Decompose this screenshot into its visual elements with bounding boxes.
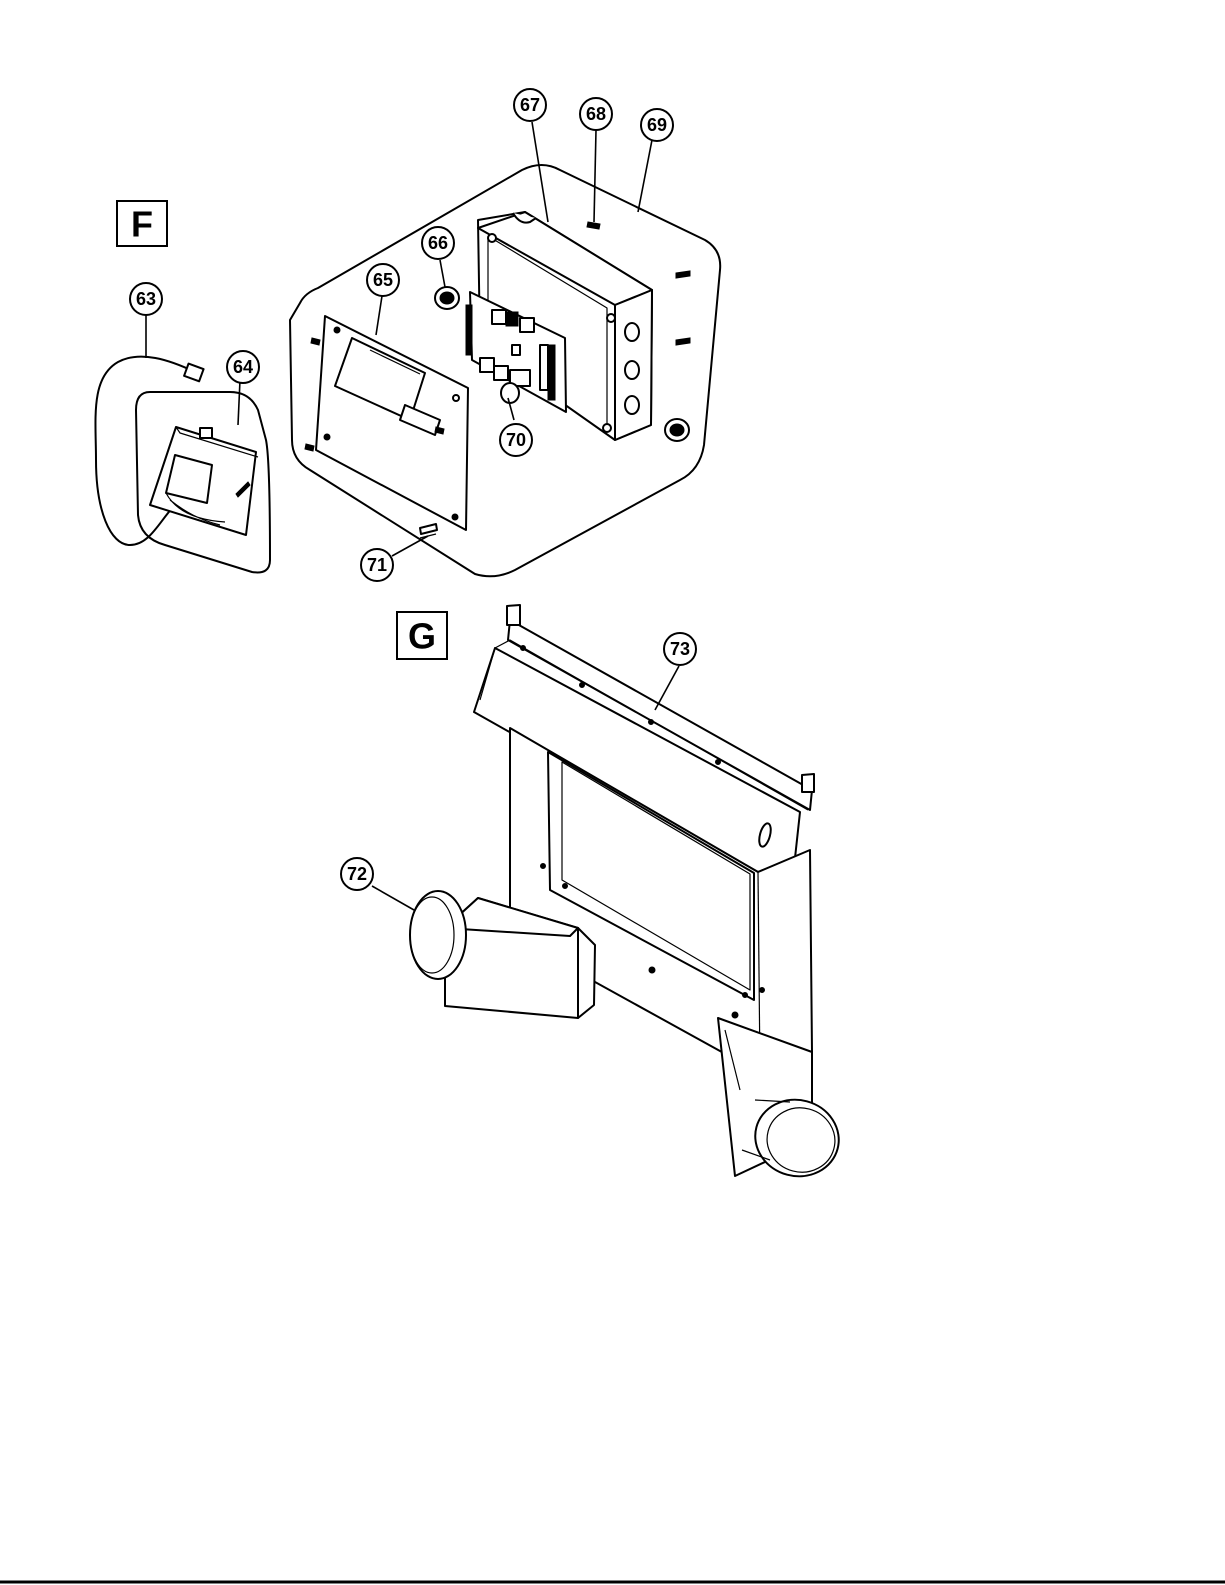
callout-71: 71 bbox=[361, 549, 393, 581]
electrical-box bbox=[466, 212, 689, 441]
callout-72-label: 72 bbox=[347, 864, 367, 884]
knockout-plug bbox=[435, 287, 459, 309]
callout-71-label: 71 bbox=[367, 555, 387, 575]
callout-67-label: 67 bbox=[520, 95, 540, 115]
callout-66: 66 bbox=[422, 227, 454, 259]
callout-63-label: 63 bbox=[136, 289, 156, 309]
cover-panel bbox=[305, 316, 468, 530]
callout-70-label: 70 bbox=[506, 430, 526, 450]
callout-63: 63 bbox=[130, 283, 162, 315]
thermostat-assembly bbox=[95, 357, 270, 573]
callout-68-label: 68 bbox=[586, 104, 606, 124]
callout-66-label: 66 bbox=[428, 233, 448, 253]
callout-73-label: 73 bbox=[670, 639, 690, 659]
section-g-label: G bbox=[408, 616, 436, 657]
callout-65-label: 65 bbox=[373, 270, 393, 290]
section-f-label: F bbox=[131, 204, 153, 245]
callout-67: 67 bbox=[514, 89, 546, 121]
callout-73: 73 bbox=[664, 633, 696, 665]
plenum-assembly bbox=[410, 605, 847, 1186]
section-g: G bbox=[397, 612, 447, 659]
callout-65: 65 bbox=[367, 264, 399, 296]
callout-72: 72 bbox=[341, 858, 373, 890]
callout-70: 70 bbox=[500, 424, 532, 456]
callout-64-label: 64 bbox=[233, 357, 253, 377]
mounting-screw bbox=[420, 524, 437, 538]
callout-69-label: 69 bbox=[647, 115, 667, 135]
callout-64: 64 bbox=[227, 351, 259, 383]
section-f: F bbox=[117, 201, 167, 246]
callout-68: 68 bbox=[580, 98, 612, 130]
cover-plate bbox=[316, 316, 468, 530]
cable-connector-icon bbox=[184, 364, 203, 382]
callout-69: 69 bbox=[641, 109, 673, 141]
